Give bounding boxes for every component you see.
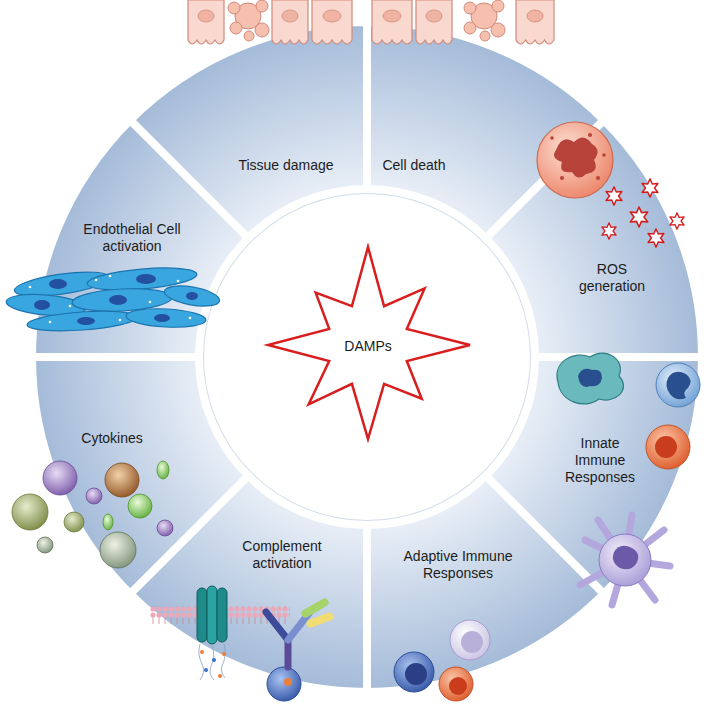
endothelial-nuclei (34, 274, 198, 325)
label-holder: Cell death (368, 157, 460, 174)
innate-cells (557, 353, 700, 605)
segment-label: Adaptive Immune Responses (397, 548, 519, 582)
lymphocytes (394, 620, 490, 701)
segment-label: Tissue damage (230, 157, 342, 174)
label-holder: Cytokines (66, 430, 158, 447)
apoptotic-blebs (228, 0, 505, 41)
ros-stars (602, 179, 684, 247)
epithelium (188, 0, 554, 44)
label-holder: DAMPs (323, 338, 413, 355)
endothelial-cells (5, 264, 221, 334)
cytokine-spheres (12, 461, 173, 568)
segment-label: Complement activation (232, 538, 332, 572)
segment-label: Innate Immune Responses (560, 435, 640, 485)
segment-label: ROS generation (571, 261, 653, 295)
segment-path (32, 357, 248, 594)
label-holder: ROS generation (571, 261, 653, 295)
label-holder: Tissue damage (230, 157, 342, 174)
star-path (268, 247, 470, 439)
damps-star: DAMPs (262, 241, 476, 445)
segment-label: Endothelial Cell activation (66, 221, 198, 255)
label-holder: Complement activation (232, 538, 332, 572)
segment-label: Cytokines (66, 430, 158, 447)
segment-path (367, 476, 604, 692)
label-holder: Adaptive Immune Responses (397, 548, 519, 582)
neutrophil (537, 122, 613, 198)
segment-path (486, 120, 702, 357)
segment-label: Cell death (368, 157, 460, 174)
antibody-complex (266, 597, 335, 701)
complement-membrane (150, 586, 290, 680)
center-label: DAMPs (323, 338, 413, 355)
endothelial-dots (29, 275, 192, 324)
label-holder: Innate Immune Responses (560, 435, 640, 485)
label-holder: Endothelial Cell activation (66, 221, 198, 255)
